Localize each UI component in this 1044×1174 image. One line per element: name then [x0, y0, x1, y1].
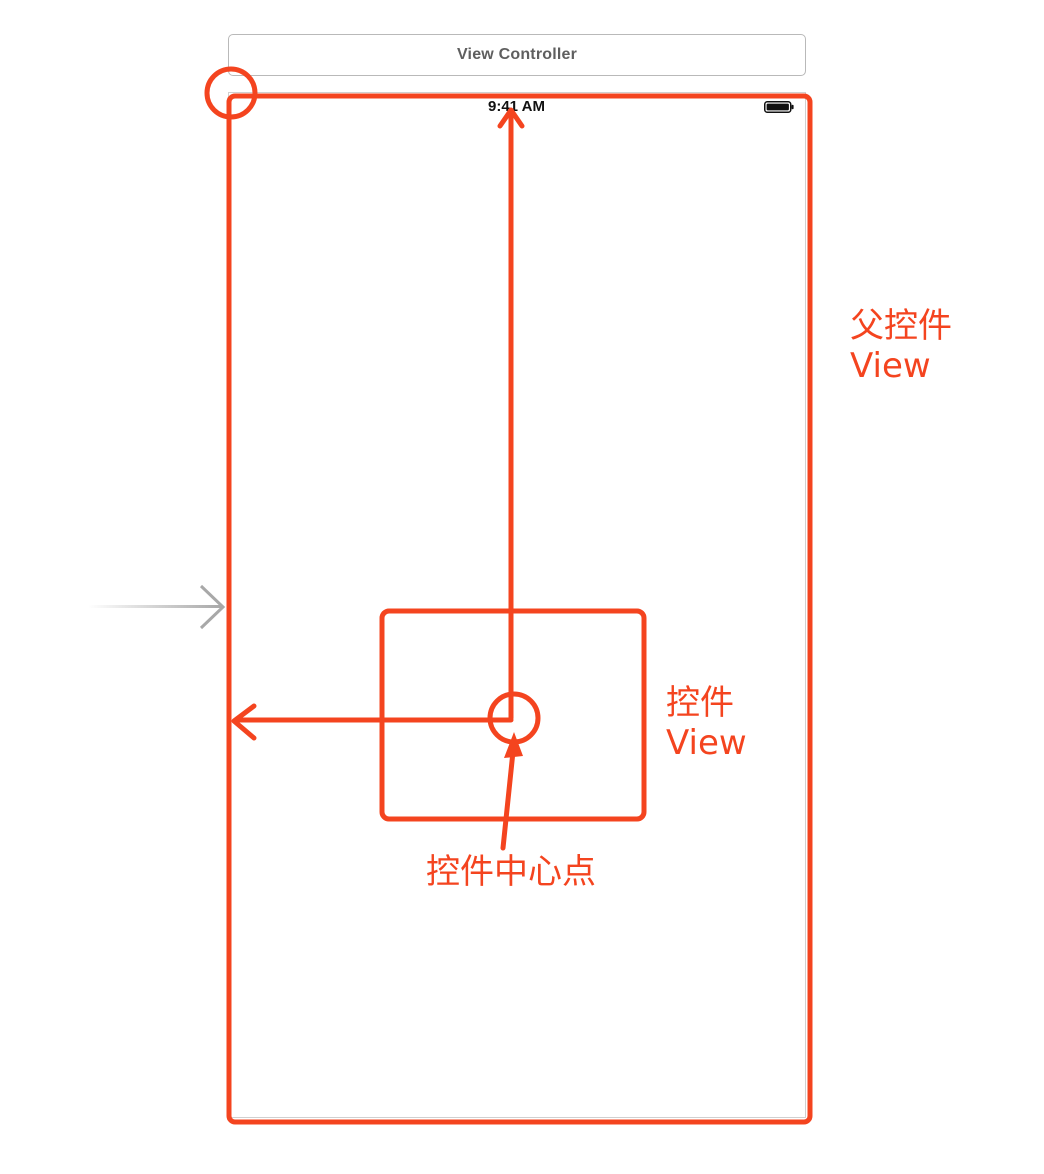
- child-view-label-line1: 控件: [666, 683, 734, 723]
- parent-view-label: 父控件 View: [850, 306, 952, 386]
- status-time: 9:41 AM: [488, 98, 545, 115]
- parent-view-label-line2: View: [850, 346, 931, 386]
- center-point-label: 控件中心点: [426, 852, 596, 892]
- battery-full-icon: [764, 101, 794, 113]
- view-controller-title: View Controller: [456, 46, 578, 63]
- child-view-label: 控件 View: [666, 683, 747, 763]
- child-view-label-line2: View: [666, 723, 747, 763]
- initial-arrow-icon[interactable]: [88, 584, 226, 630]
- view-controller-title-bar[interactable]: View Controller: [228, 34, 806, 76]
- parent-view-label-line1: 父控件: [850, 306, 952, 346]
- scene-canvas[interactable]: [228, 92, 806, 1118]
